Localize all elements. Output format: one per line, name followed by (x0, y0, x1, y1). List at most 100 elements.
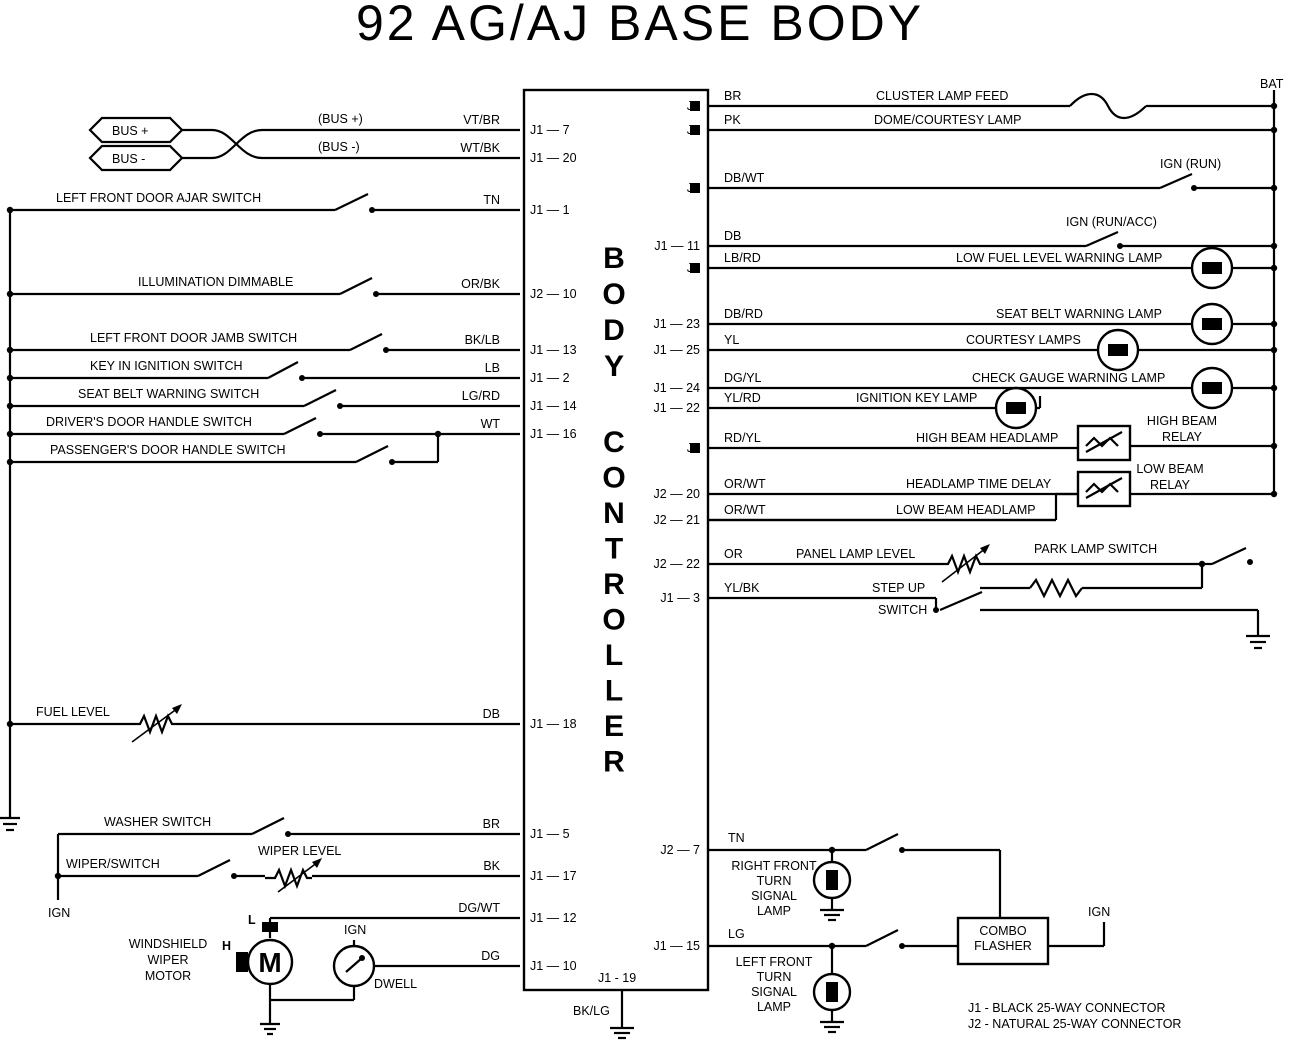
left-pin-label: J1 — 20 (530, 151, 577, 165)
controller-letter: C (603, 426, 625, 459)
park-lamp-switch-label: PARK LAMP SWITCH (1034, 542, 1157, 556)
left-wire-color: DG (481, 949, 500, 963)
controller-bottom-wire: BK/LG (573, 1004, 610, 1018)
right-pin-label: J1 — 3 (660, 591, 700, 605)
controller-letter: L (605, 639, 623, 672)
body-controller-box (522, 88, 710, 992)
connector-terminal-icon (690, 125, 700, 135)
left-circuit-label: KEY IN IGNITION SWITCH (90, 359, 243, 373)
left-wire-color: DG/WT (458, 901, 500, 915)
right-pin-label: J1 — 23 (653, 317, 700, 331)
connector-notes: J1 - BLACK 25-WAY CONNECTOR J2 - NATURAL… (968, 1001, 1181, 1031)
right-wire-color: OR (724, 547, 743, 561)
step-up-resistor-icon (1029, 577, 1083, 599)
right-circuit-label: IGNITION KEY LAMP (856, 391, 977, 405)
controller-bottom-pin: J1 - 19 (598, 971, 636, 985)
right-wire-color: RD/YL (724, 431, 761, 445)
left-circuit-label: WIPER/SWITCH (66, 857, 160, 871)
left-wire-color: DB (483, 707, 500, 721)
fuel-level-rheostat-icon (130, 704, 182, 743)
right-wire-color: BR (724, 89, 741, 103)
svg-text:WINDSHIELD: WINDSHIELD (129, 937, 207, 951)
connector-terminal-icon (690, 263, 700, 273)
connector-terminal-icon (690, 443, 700, 453)
controller-letter: O (602, 278, 625, 311)
left-pin-label: J1 — 16 (530, 427, 577, 441)
right-pin-label: J1 — 25 (653, 343, 700, 357)
svg-text:RELAY: RELAY (1162, 430, 1203, 444)
right-circuit-label: SEAT BELT WARNING LAMP (996, 307, 1162, 321)
controller-letter: B (603, 242, 625, 275)
left-pin-label: J1 — 18 (530, 717, 577, 731)
combo-flasher-box (956, 916, 1050, 966)
motor-ground-icon (260, 1022, 280, 1036)
low-beam-relay-icon (1076, 470, 1132, 508)
wiper-level-rheostat-icon (265, 858, 322, 893)
left-circuit-label: LEFT FRONT DOOR JAMB SWITCH (90, 331, 297, 345)
left-pin-label: J1 — 14 (530, 399, 577, 413)
right-front-turn-label: TURN (757, 874, 792, 888)
right-pin-label: J1 — 11 (654, 239, 700, 253)
right-pin-label: J2 — 22 (653, 557, 700, 571)
left-front-turn-label: SIGNAL (751, 985, 797, 999)
svg-text:RELAY: RELAY (1150, 478, 1191, 492)
svg-text:LOW BEAM: LOW BEAM (1136, 462, 1203, 476)
cluster-fuse-icon (1069, 92, 1147, 120)
right-circuit-label: COURTESY LAMPS (966, 333, 1081, 347)
right-wire-color: LB/RD (724, 251, 761, 265)
bus-minus-note: (BUS -) (318, 140, 360, 154)
step-up-switch-label: SWITCH (878, 603, 927, 617)
battery-label: BAT (1260, 77, 1284, 91)
wiper-level-label: WIPER LEVEL (258, 844, 341, 858)
flasher-ign-label: IGN (1088, 905, 1110, 919)
left-wire-color: BK/LB (465, 333, 500, 347)
left-pin-label: J1 — 1 (530, 203, 570, 217)
left-pin-label: J1 — 10 (530, 959, 577, 973)
right-wire-color: YL (724, 333, 739, 347)
right-circuit-label: HEADLAMP TIME DELAY (906, 477, 1052, 491)
left-front-turn-pin: J1 — 15 (653, 939, 700, 953)
left-circuit-label: ILLUMINATION DIMMABLE (138, 275, 293, 289)
right-circuit-label: IGN (RUN) (1160, 157, 1221, 171)
right-wire-color: OR/WT (724, 477, 766, 491)
right-wire-color: DB/RD (724, 307, 763, 321)
bus-minus-connector: BUS - (88, 144, 184, 172)
right-wire-color: PK (724, 113, 741, 127)
controller-letter: T (605, 533, 623, 566)
left-circuit-label: DRIVER'S DOOR HANDLE SWITCH (46, 415, 252, 429)
combo-flasher-label: COMBO FLASHER (974, 924, 1032, 953)
left-front-turn-label: LEFT FRONT (736, 955, 813, 969)
right-wire-color: YL/RD (724, 391, 761, 405)
dwell-ign-label: IGN (344, 923, 366, 937)
left-circuit-label: WASHER SWITCH (104, 815, 211, 829)
right-wire-color: DB (724, 229, 741, 243)
right-front-turn-pin: J2 — 7 (660, 843, 700, 857)
right-circuit-label: LOW FUEL LEVEL WARNING LAMP (956, 251, 1162, 265)
svg-text:HIGH BEAM: HIGH BEAM (1147, 414, 1217, 428)
left-wire-color: BK (483, 859, 500, 873)
controller-letter: O (602, 462, 625, 495)
controller-letter: E (604, 710, 624, 743)
right-pin-label: J1 — 24 (653, 381, 700, 395)
svg-text:FLASHER: FLASHER (974, 939, 1032, 953)
left-wire-color: BR (483, 817, 500, 831)
right-pin-label: J2 (687, 99, 700, 113)
controller-letter: Y (604, 350, 624, 383)
right-circuit-label: LOW BEAM HEADLAMP (896, 503, 1036, 517)
left-front-turn-label: LAMP (757, 1000, 791, 1014)
right-pin-label: J2 — 20 (653, 487, 700, 501)
right-pin-label: J1 (687, 123, 700, 137)
svg-text:J2 - NATURAL 25-WAY CONNECTOR: J2 - NATURAL 25-WAY CONNECTOR (968, 1017, 1181, 1031)
diagram-title: 92 AG/AJ BASE BODY (356, 0, 924, 51)
svg-text:BUS -: BUS - (112, 152, 145, 166)
left-wire-color: OR/BK (461, 277, 501, 291)
left-pin-label: J1 — 7 (530, 123, 570, 137)
connector-terminal-icon (690, 183, 700, 193)
right-circuit-label: PANEL LAMP LEVEL (796, 547, 915, 561)
right-circuit-label: DOME/COURTESY LAMP (874, 113, 1022, 127)
right-wire-color: DG/YL (724, 371, 762, 385)
left-front-turn-wire: LG (728, 927, 745, 941)
left-wire-color: WT/BK (460, 141, 500, 155)
left-wire-color: TN (483, 193, 500, 207)
